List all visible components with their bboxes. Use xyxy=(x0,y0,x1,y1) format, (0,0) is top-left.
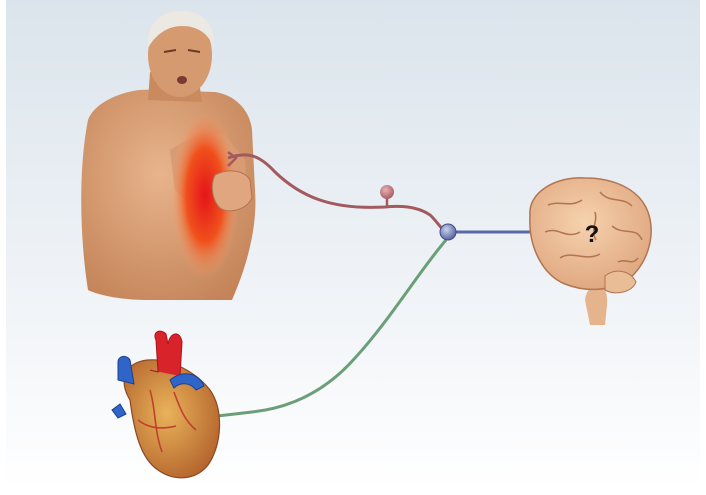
brain-question-label: ? xyxy=(585,221,600,248)
mouth xyxy=(177,76,187,84)
neuron-cell-body xyxy=(380,185,394,199)
hand xyxy=(212,171,252,211)
synapse-junction xyxy=(440,224,456,240)
